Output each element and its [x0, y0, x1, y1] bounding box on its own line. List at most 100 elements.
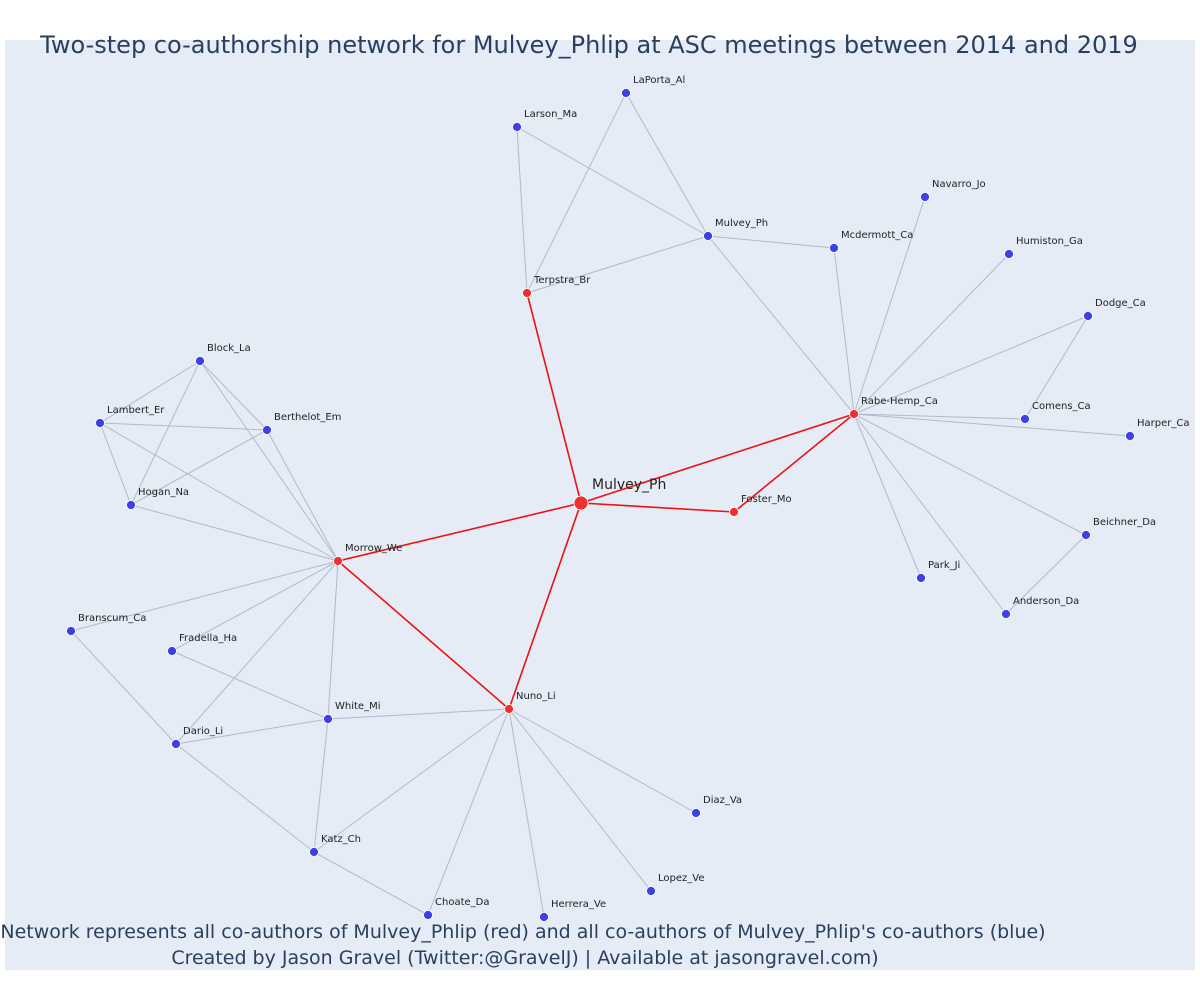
edge-larson-ma-mulvey-ph-2 — [516, 126, 709, 237]
edge-rabe-hemp-ca-dodge-ca — [853, 315, 1089, 415]
node-comens-ca[interactable] — [1020, 414, 1030, 424]
node-label-dodge-ca: Dodge_Ca — [1095, 298, 1146, 309]
edge-rabe-hemp-ca-humiston-ga — [853, 253, 1010, 415]
edge-katz-ch-nuno-li — [313, 708, 510, 853]
node-katz-ch[interactable] — [309, 847, 319, 857]
caption-line-2: Created by Jason Gravel (Twitter:@Gravel… — [171, 947, 878, 969]
edge-nuno-li-lopez-ve — [508, 708, 652, 892]
node-beichner-da[interactable] — [1081, 530, 1091, 540]
node-label-mulvey-ph-2: Mulvey_Ph — [715, 218, 768, 229]
edge-block-la-morrow-we — [199, 360, 339, 562]
edge-katz-ch-choate-da — [313, 851, 429, 916]
edge-white-mi-nuno-li — [327, 708, 510, 720]
node-label-fradella-ha: Fradella_Ha — [179, 633, 237, 644]
node-herrera-ve[interactable] — [539, 912, 549, 922]
node-hogan-na[interactable] — [126, 500, 136, 510]
node-label-rabe-hemp-ca: Rabe-Hemp_Ca — [861, 396, 938, 407]
edge-morrow-we-branscum-ca — [70, 560, 339, 632]
caption-line-1: Network represents all co-authors of Mul… — [0, 921, 1045, 943]
edge-mulvey-ph-foster-mo — [580, 502, 735, 513]
node-nuno-li[interactable] — [504, 704, 514, 714]
node-park-ji[interactable] — [916, 573, 926, 583]
edge-rabe-hemp-ca-comens-ca — [853, 413, 1026, 420]
node-label-branscum-ca: Branscum_Ca — [78, 613, 146, 624]
edge-rabe-hemp-ca-harper-ca — [853, 413, 1131, 437]
edge-rabe-hemp-ca-beichner-da — [853, 413, 1087, 536]
node-dodge-ca[interactable] — [1083, 311, 1093, 321]
edge-morrow-we-nuno-li — [337, 560, 510, 710]
chart-title: Two-step co-authorship network for Mulve… — [39, 31, 1138, 59]
node-laporta-al[interactable] — [621, 88, 631, 98]
node-dario-li[interactable] — [171, 739, 181, 749]
edge-dodge-ca-comens-ca — [1024, 315, 1089, 420]
nodes-layer — [66, 88, 1135, 922]
node-label-park-ji: Park_Ji — [928, 560, 960, 571]
edge-berthelot-em-hogan-na — [130, 429, 268, 506]
edge-morrow-we-fradella-ha — [171, 560, 339, 652]
node-label-choate-da: Choate_Da — [435, 897, 489, 908]
node-label-berthelot-em: Berthelot_Em — [274, 412, 341, 423]
node-diaz-va[interactable] — [691, 808, 701, 818]
node-berthelot-em[interactable] — [262, 425, 272, 435]
node-label-foster-mo: Foster_Mo — [741, 494, 792, 505]
node-label-beichner-da: Beichner_Da — [1093, 517, 1156, 528]
node-label-nuno-li: Nuno_Li — [516, 691, 556, 702]
edge-mulvey-ph-2-mcdermott-ca — [707, 235, 835, 249]
node-humiston-ga[interactable] — [1004, 249, 1014, 259]
node-label-navarro-jo: Navarro_Jo — [932, 179, 986, 190]
node-label-hogan-na: Hogan_Na — [138, 487, 189, 498]
node-block-la[interactable] — [195, 356, 205, 366]
node-lambert-er[interactable] — [95, 418, 105, 428]
node-fradella-ha[interactable] — [167, 646, 177, 656]
node-label-lambert-er: Lambert_Er — [107, 405, 165, 416]
edge-laporta-al-mulvey-ph-2 — [625, 92, 709, 237]
node-label-mulvey-ph: Mulvey_Ph — [592, 477, 666, 493]
node-anderson-da[interactable] — [1001, 609, 1011, 619]
node-label-harper-ca: Harper_Ca — [1137, 418, 1189, 429]
node-mulvey-ph[interactable] — [573, 495, 589, 511]
edge-beichner-da-anderson-da — [1005, 534, 1087, 615]
node-label-white-mi: White_Mi — [335, 701, 380, 712]
node-label-mcdermott-ca: Mcdermott_Ca — [841, 230, 913, 241]
node-branscum-ca[interactable] — [66, 626, 76, 636]
node-navarro-jo[interactable] — [920, 192, 930, 202]
plot-background — [5, 40, 1195, 970]
node-foster-mo[interactable] — [729, 507, 739, 517]
node-mcdermott-ca[interactable] — [829, 243, 839, 253]
edge-nuno-li-choate-da — [427, 708, 510, 916]
node-terpstra-br[interactable] — [522, 288, 532, 298]
node-label-block-la: Block_La — [207, 343, 251, 354]
edge-dario-li-katz-ch — [175, 743, 315, 853]
node-label-comens-ca: Comens_Ca — [1032, 401, 1091, 412]
node-harper-ca[interactable] — [1125, 431, 1135, 441]
edges-layer — [70, 92, 1131, 918]
node-white-mi[interactable] — [323, 714, 333, 724]
edge-nuno-li-diaz-va — [508, 708, 697, 814]
edge-foster-mo-rabe-hemp-ca — [733, 413, 855, 513]
edge-terpstra-br-larson-ma — [516, 126, 528, 294]
node-larson-ma[interactable] — [512, 122, 522, 132]
edge-mulvey-ph-nuno-li — [508, 502, 582, 710]
edge-terpstra-br-laporta-al — [526, 92, 627, 294]
node-label-morrow-we: Morrow_We — [345, 543, 402, 554]
node-lopez-ve[interactable] — [646, 886, 656, 896]
edge-terpstra-br-mulvey-ph-2 — [526, 235, 709, 294]
edge-mulvey-ph-terpstra-br — [526, 292, 582, 504]
edge-lambert-er-berthelot-em — [99, 422, 268, 431]
edge-mulvey-ph-rabe-hemp-ca — [580, 413, 855, 504]
edge-lambert-er-hogan-na — [99, 422, 132, 506]
node-rabe-hemp-ca[interactable] — [849, 409, 859, 419]
node-choate-da[interactable] — [423, 910, 433, 920]
node-label-katz-ch: Katz_Ch — [321, 834, 361, 845]
edge-nuno-li-herrera-ve — [508, 708, 545, 918]
edge-block-la-hogan-na — [130, 360, 201, 506]
node-label-herrera-ve: Herrera_Ve — [551, 899, 606, 910]
node-mulvey-ph-2[interactable] — [703, 231, 713, 241]
edge-block-la-berthelot-em — [199, 360, 268, 431]
edge-berthelot-em-morrow-we — [266, 429, 339, 562]
node-morrow-we[interactable] — [333, 556, 343, 566]
edge-dario-li-white-mi — [175, 718, 329, 745]
edge-hogan-na-morrow-we — [130, 504, 339, 562]
